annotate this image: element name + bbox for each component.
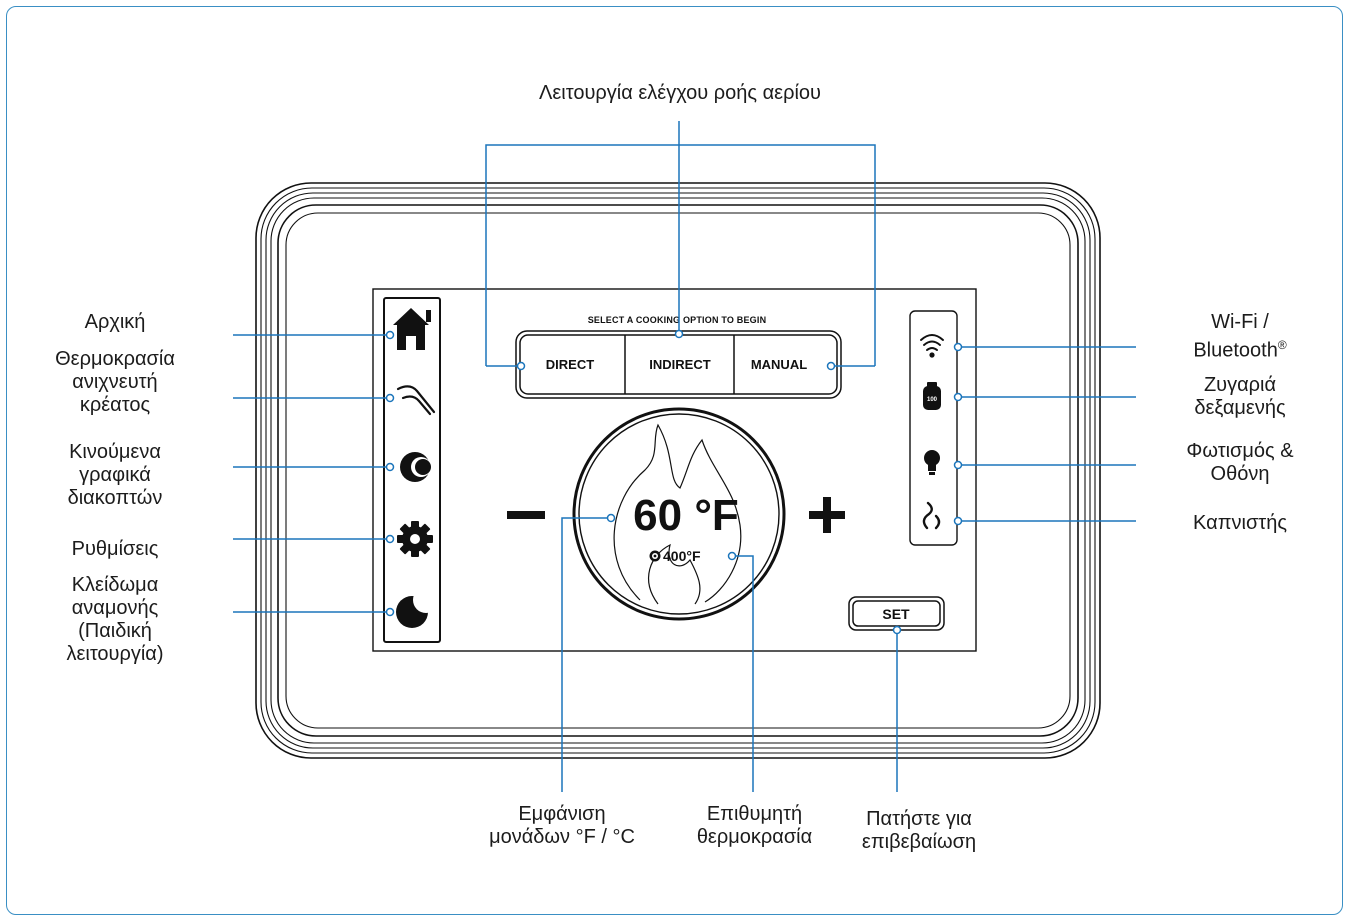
svg-text:100: 100 [927, 397, 938, 403]
flame-icon [613, 423, 742, 605]
current-temperature: 60 °F [633, 491, 739, 540]
home-icon[interactable] [393, 308, 431, 350]
svg-text:SET: SET [882, 606, 910, 622]
set-button[interactable]: SET [848, 596, 945, 631]
smoke-icon[interactable] [922, 501, 941, 530]
callout-units: Εμφάνιση μονάδων °F / °C [489, 803, 635, 848]
svg-text:DIRECT: DIRECT [546, 357, 594, 372]
probe-icon[interactable] [396, 385, 436, 416]
tank-icon[interactable]: 100 [923, 382, 941, 410]
callout-meat-probe: Θερμοκρασία ανιχνευτή κρέατος [55, 348, 175, 416]
direct-button[interactable]: DIRECT [521, 336, 625, 393]
svg-text:MANUAL: MANUAL [751, 357, 807, 372]
callout-gas-flow-mode: Λειτουργία ελέγχου ροής αερίου [539, 82, 821, 104]
wifi-icon[interactable] [920, 334, 944, 358]
target-icon [649, 550, 661, 562]
callout-target-temp: Επιθυμητή θερμοκρασία [696, 803, 813, 848]
target-temperature: 400°F [663, 548, 701, 564]
callout-home: Αρχική [84, 311, 146, 333]
callout-standby-lock: Κλείδωμα αναμονής (Παιδική λειτουργία) [66, 574, 164, 665]
leader-lines [233, 121, 1136, 792]
callout-confirm: Πατήστε για επιβεβαίωση [861, 808, 977, 853]
callout-wifi-bluetooth: Wi-Fi / Bluetooth® [1193, 311, 1287, 362]
callout-smoker: Καπνιστής [1193, 512, 1287, 534]
svg-text:INDIRECT: INDIRECT [649, 357, 710, 372]
minus-button[interactable] [507, 511, 545, 519]
callout-tank-scale: Ζυγαριά δεξαμενής [1194, 374, 1286, 419]
leader-dots [385, 329, 963, 635]
indirect-button[interactable]: INDIRECT [626, 336, 733, 393]
left-icon-bar [383, 297, 441, 643]
callout-lighting-display: Φωτισμός & Οθόνη [1186, 440, 1294, 485]
callout-knob-animation: Κινούμενα γραφικά διακοπτών [67, 441, 163, 509]
manual-button[interactable]: MANUAL [735, 336, 836, 393]
screen-header: SELECT A COOKING OPTION TO BEGIN [588, 315, 767, 325]
callout-settings: Ρυθμίσεις [71, 538, 159, 560]
temperature-dial [572, 407, 786, 621]
moon-icon[interactable] [396, 587, 439, 628]
bulb-icon[interactable] [924, 450, 940, 475]
right-icon-bar [909, 310, 958, 546]
device-bezel [255, 182, 1101, 759]
gear-icon[interactable] [397, 521, 433, 557]
figure-frame [6, 6, 1343, 915]
knob-animation-icon[interactable] [400, 452, 431, 482]
plus-button[interactable] [809, 497, 845, 533]
registered-mark: ® [1277, 338, 1287, 352]
